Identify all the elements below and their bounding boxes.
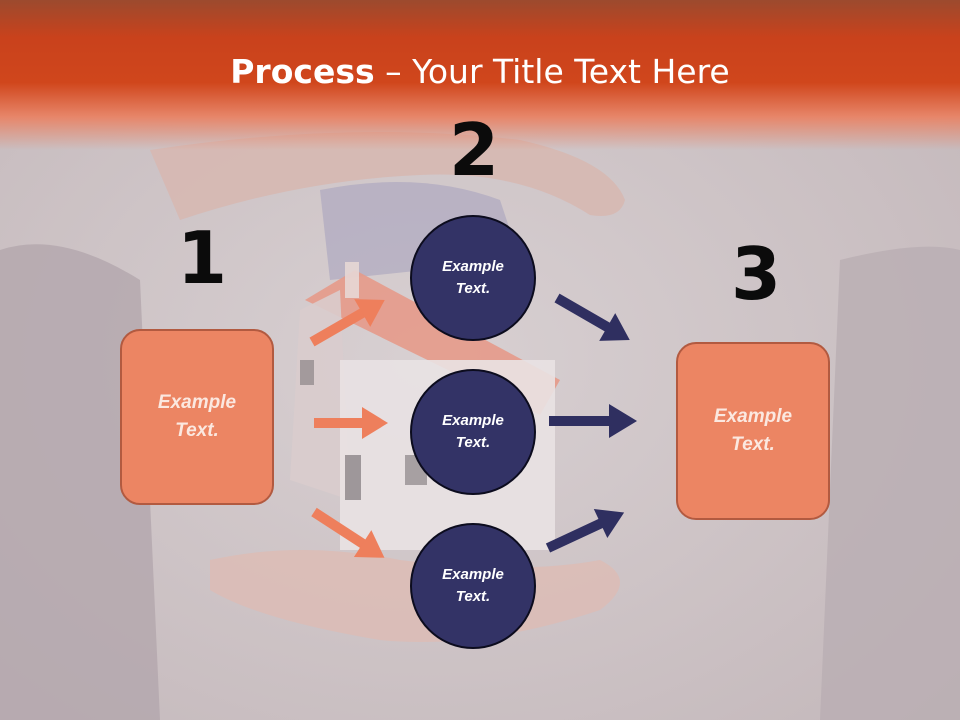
step-number-1: 1 <box>177 216 228 300</box>
arrow-left-middle <box>314 407 388 439</box>
circle-top-text: Example Text. <box>442 257 504 298</box>
step-number-2: 2 <box>449 108 500 192</box>
step-2-circle-middle: Example Text. <box>410 369 536 495</box>
title-bar <box>0 0 960 150</box>
step-number-3: 3 <box>731 232 782 316</box>
step-2-circle-top: Example Text. <box>410 215 536 341</box>
page-title: Process – Your Title Text Here <box>0 52 960 91</box>
title-rest: – Your Title Text Here <box>374 52 730 91</box>
arrow-left-bottom <box>311 507 385 558</box>
arrow-left-top <box>309 299 385 347</box>
title-bold: Process <box>230 52 375 91</box>
circle-middle-text: Example Text. <box>442 411 504 452</box>
right-arrows <box>545 293 637 553</box>
arrow-right-top <box>554 293 630 341</box>
step-3-box: Example Text. <box>676 342 830 520</box>
step-1-box: Example Text. <box>120 329 274 505</box>
circle-bottom-text: Example Text. <box>442 565 504 606</box>
arrow-right-middle <box>549 404 637 438</box>
step-1-text: Example Text. <box>157 391 237 442</box>
step-3-text: Example Text. <box>713 405 793 456</box>
left-arrows <box>309 299 388 558</box>
step-2-circle-bottom: Example Text. <box>410 523 536 649</box>
arrow-right-bottom <box>545 508 625 553</box>
